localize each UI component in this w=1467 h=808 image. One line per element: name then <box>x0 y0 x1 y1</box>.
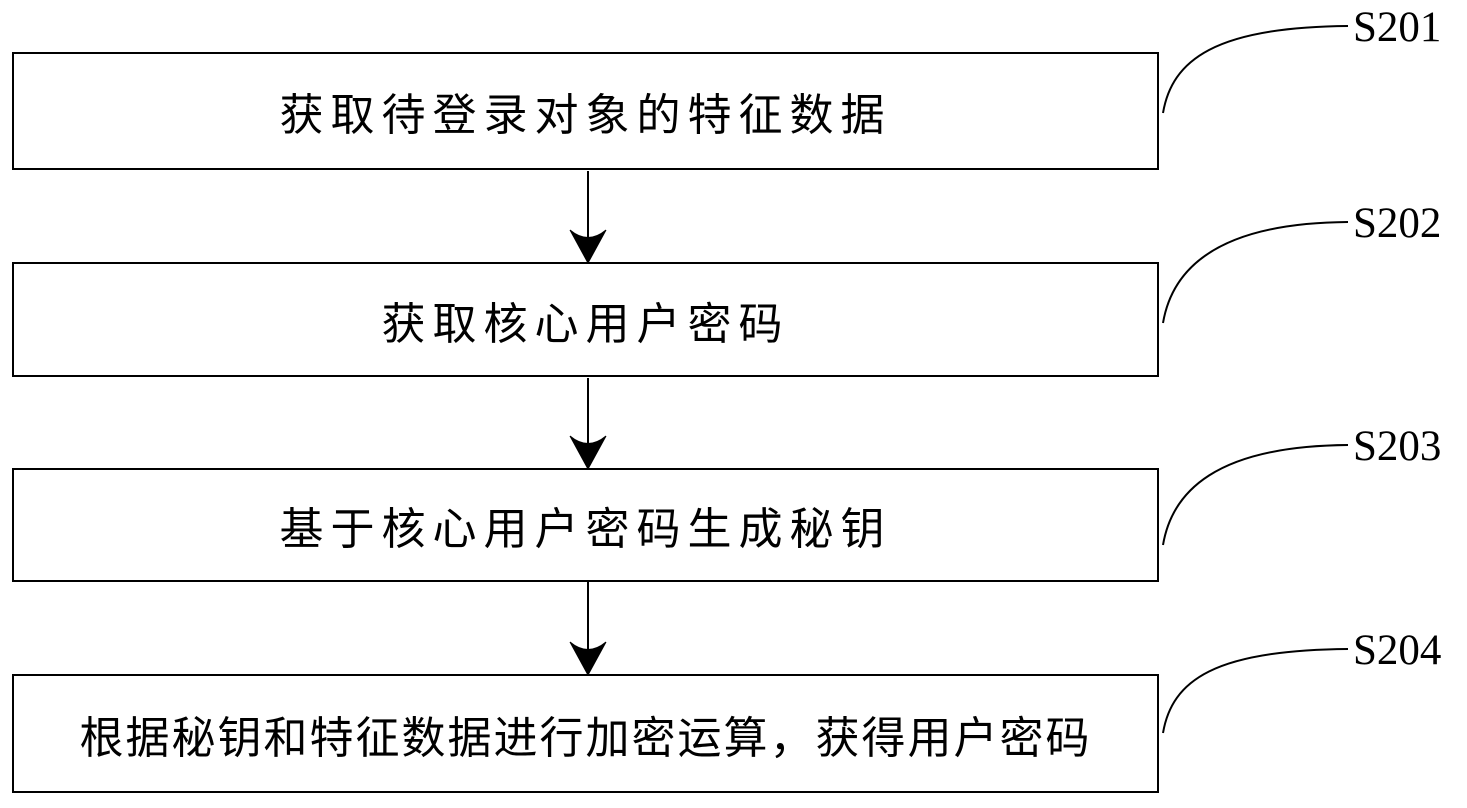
step-id-s201: S201 <box>1353 4 1442 51</box>
step-text-s202: 获取核心用户密码 <box>381 299 790 349</box>
step-id-s202: S202 <box>1353 200 1442 247</box>
step-box-s202: 获取核心用户密码 <box>12 262 1159 377</box>
leader-line-s203 <box>1162 444 1349 546</box>
step-id-s204: S204 <box>1353 627 1442 674</box>
step-text-s203: 基于核心用户密码生成秘钥 <box>279 505 892 554</box>
arrow-step2-to-step3 <box>569 378 607 471</box>
arrow-step1-to-step2 <box>569 171 607 265</box>
step-text-s204: 根据秘钥和特征数据进行加密运算，获得用户密码 <box>79 713 1092 763</box>
leader-line-s202 <box>1162 221 1349 324</box>
step-box-s204: 根据秘钥和特征数据进行加密运算，获得用户密码 <box>12 674 1159 793</box>
leader-line-s201 <box>1162 25 1349 114</box>
step-box-s201: 获取待登录对象的特征数据 <box>12 52 1159 170</box>
step-text-s201: 获取待登录对象的特征数据 <box>279 91 892 140</box>
leader-line-s204 <box>1162 648 1349 734</box>
step-id-s203: S203 <box>1353 423 1442 470</box>
step-box-s203: 基于核心用户密码生成秘钥 <box>12 468 1159 582</box>
arrow-step3-to-step4 <box>569 582 607 677</box>
